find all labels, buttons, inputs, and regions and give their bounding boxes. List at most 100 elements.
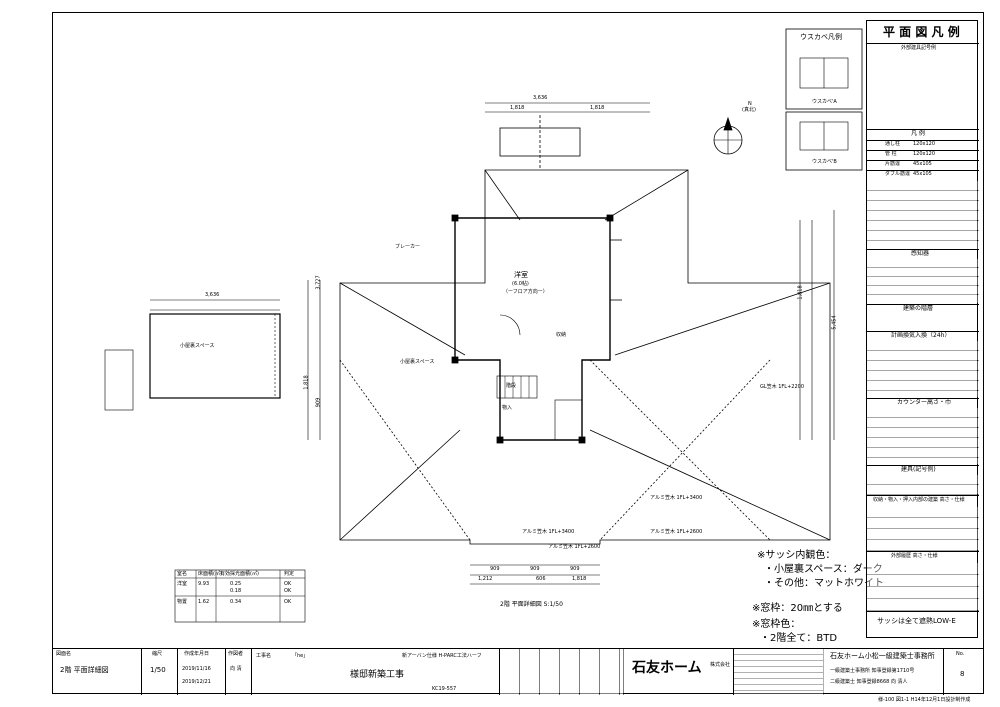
footer-note: 様-100 図1-1 H14年12月1日設計制作成 bbox=[878, 697, 971, 703]
callout-3: アルミ笠木 1FL+3400 bbox=[522, 529, 575, 535]
legend-exterior: 外部履歴 高さ・仕様 bbox=[891, 553, 938, 559]
area-h1: 床面積(㎡) bbox=[198, 571, 222, 577]
legend-row3-label: ダブル筋違 bbox=[885, 171, 911, 177]
dim-top-total: 3,636 bbox=[533, 95, 548, 101]
area-r0c2: 0.25 bbox=[230, 581, 242, 587]
area-r0c0: 洋室 bbox=[177, 581, 188, 587]
dim-bottom-top-2: 909 bbox=[530, 566, 540, 572]
legend-vent: 計画換気入換（24h） bbox=[891, 332, 951, 339]
tb-scale: 1/50 bbox=[150, 666, 166, 674]
legend-row1-value: 120x120 bbox=[913, 151, 936, 157]
area-h2: 有効採光面積(㎡) bbox=[220, 571, 259, 577]
room-main-sub: (6.0帖) bbox=[512, 281, 529, 287]
legend-row3-value: 45x105 bbox=[913, 171, 932, 177]
legend-row0-label: 通し柱 bbox=[885, 141, 901, 147]
tb-date-label: 作成年月日 bbox=[184, 651, 210, 657]
dim-top-2: 1,818 bbox=[590, 105, 605, 111]
mado-waku-color: ※窓枠色： bbox=[752, 619, 801, 630]
dim-side-1: 3,727 bbox=[315, 275, 322, 290]
storage-label: 収納 bbox=[556, 332, 567, 338]
legend-title: 平 面 図 凡 例 bbox=[883, 25, 960, 39]
usukabe-label-b: ウスカベ'B bbox=[812, 159, 837, 165]
legend-fittings: 建具(記号例) bbox=[901, 466, 936, 473]
sash-line1: ・小屋裏スペース：ダーク bbox=[764, 564, 883, 575]
attic-space-label: 小屋裏スペース bbox=[400, 359, 435, 365]
closet-label: 物入 bbox=[502, 405, 513, 411]
tb-license1: 一級建築士事務所 知事登録第1710号 bbox=[830, 668, 915, 674]
legend-row0-value: 120x120 bbox=[913, 141, 936, 147]
callout-1: アルミ笠木 1FL+3400 bbox=[650, 495, 703, 501]
callout-4: アルミ笠木 1FL+2600 bbox=[548, 544, 601, 550]
dim-side-4: 909 bbox=[315, 397, 322, 408]
tb-project-name: 様邸新築工事 bbox=[350, 670, 405, 680]
dim-bottom-top-3: 909 bbox=[570, 566, 580, 572]
area-h3: 判定 bbox=[284, 571, 295, 577]
tb-spec: 新アーバン仕様 H-PARC工法ハーフ bbox=[402, 653, 482, 659]
sash-title: ※サッシ内観色： bbox=[757, 550, 836, 561]
tb-project-code: 「he」 bbox=[292, 653, 309, 659]
tb-project-label: 工事名 bbox=[256, 653, 272, 659]
dim-side-3: 5,454 bbox=[831, 315, 838, 330]
attic-inset bbox=[149, 313, 281, 399]
tb-scale-label: 縮尺 bbox=[152, 651, 163, 657]
legend-storage: 収納・物入・押入内部の建築 高さ・仕様 bbox=[873, 497, 965, 503]
stair-label: 階段 bbox=[506, 383, 517, 389]
area-r2c3: OK bbox=[284, 599, 292, 605]
tb-author: 向 清 bbox=[230, 666, 242, 672]
area-r0c1: 9.93 bbox=[198, 581, 210, 587]
tb-company-sub: 石友ホーム小松一級建築士事務所 bbox=[830, 652, 935, 660]
tb-license2: 二級建築士 知事登録8668 向 清人 bbox=[830, 679, 908, 685]
legend-smoke: 感知器 bbox=[911, 250, 930, 257]
attic-inset-label: 小屋裏スペース bbox=[180, 343, 215, 349]
tb-company-logo: 石友ホーム bbox=[632, 660, 702, 676]
area-r2c2: 0.34 bbox=[230, 599, 242, 605]
mado-waku: ※窓枠：20㎜とする bbox=[752, 603, 843, 614]
plan-walls bbox=[454, 217, 611, 441]
tb-project-no: KC19-557 bbox=[432, 686, 457, 692]
dim-bottom-top-1: 909 bbox=[490, 566, 500, 572]
area-r1c2: 0.18 bbox=[230, 588, 242, 594]
north-label: N bbox=[748, 101, 752, 107]
tb-author-label: 作図者 bbox=[228, 651, 244, 657]
tb-date1: 2019/11/16 bbox=[182, 666, 211, 672]
north-sub: (真北) bbox=[742, 107, 756, 113]
area-h0: 室名 bbox=[177, 571, 188, 577]
tb-sheet-label: No. bbox=[956, 651, 965, 657]
dim-bottom-3: 1,818 bbox=[572, 576, 587, 582]
scale-caption: 2階 平面詳細図 S:1/50 bbox=[500, 601, 563, 608]
legend-bottom-note: サッシは全て遮熱LOW-E bbox=[877, 617, 956, 625]
area-r2c1: 1.62 bbox=[198, 599, 210, 605]
tb-company-kk: 株式会社 bbox=[710, 662, 731, 668]
callout-5: ブレーカー bbox=[395, 244, 421, 250]
room-main-label: 洋室 bbox=[514, 271, 528, 279]
legend-row1-label: 管 柱 bbox=[885, 151, 897, 157]
legend-row2-label: 片筋違 bbox=[885, 161, 901, 167]
title-block: 図面名 2階 平面詳細図 縮尺 1/50 作成年月日 2019/11/16 20… bbox=[52, 648, 984, 695]
dim-side-2: 1,818 bbox=[797, 285, 804, 300]
area-r2c0: 物置 bbox=[177, 599, 188, 605]
roof-outline bbox=[339, 169, 831, 545]
legend-counter: カウンター高さ・巾 bbox=[897, 399, 952, 406]
dim-left-total: 3,636 bbox=[205, 292, 220, 298]
legend-kijun: 建築の階層 bbox=[903, 305, 934, 312]
legend-hanrei: 凡 例 bbox=[911, 130, 925, 137]
sash-line2: ・その他：マットホワイト bbox=[764, 578, 884, 589]
callout-6: GL笠木 1FL+2200 bbox=[760, 384, 805, 390]
tb-sheet-no: 8 bbox=[960, 670, 965, 678]
tb-date2: 2019/12/21 bbox=[182, 679, 211, 685]
room-main-sub2: （ーフロア方向ー） bbox=[503, 289, 548, 295]
legend-panel: 平 面 図 凡 例 外部建具記号例 凡 例 通し柱 120x120 管 柱 12… bbox=[866, 20, 979, 638]
dim-side-5: 1,818 bbox=[303, 375, 310, 390]
dim-bottom-1: 1,212 bbox=[478, 576, 493, 582]
callout-2: アルミ笠木 1FL+2600 bbox=[650, 529, 703, 535]
tb-drawing-name-label: 図面名 bbox=[56, 651, 72, 657]
usukabe-label-a: ウスカベ'A bbox=[812, 99, 837, 105]
dim-top-1: 1,818 bbox=[510, 105, 525, 111]
mado-waku-color-val: ・2階全て：BTD bbox=[760, 633, 838, 644]
area-r0c3: OK bbox=[284, 581, 292, 587]
usukabe-title: ウスカベ凡例 bbox=[800, 33, 842, 41]
legend-row2-value: 45x105 bbox=[913, 161, 932, 167]
area-r1c3: OK bbox=[284, 588, 292, 594]
dim-bottom-2: 606 bbox=[536, 576, 546, 582]
